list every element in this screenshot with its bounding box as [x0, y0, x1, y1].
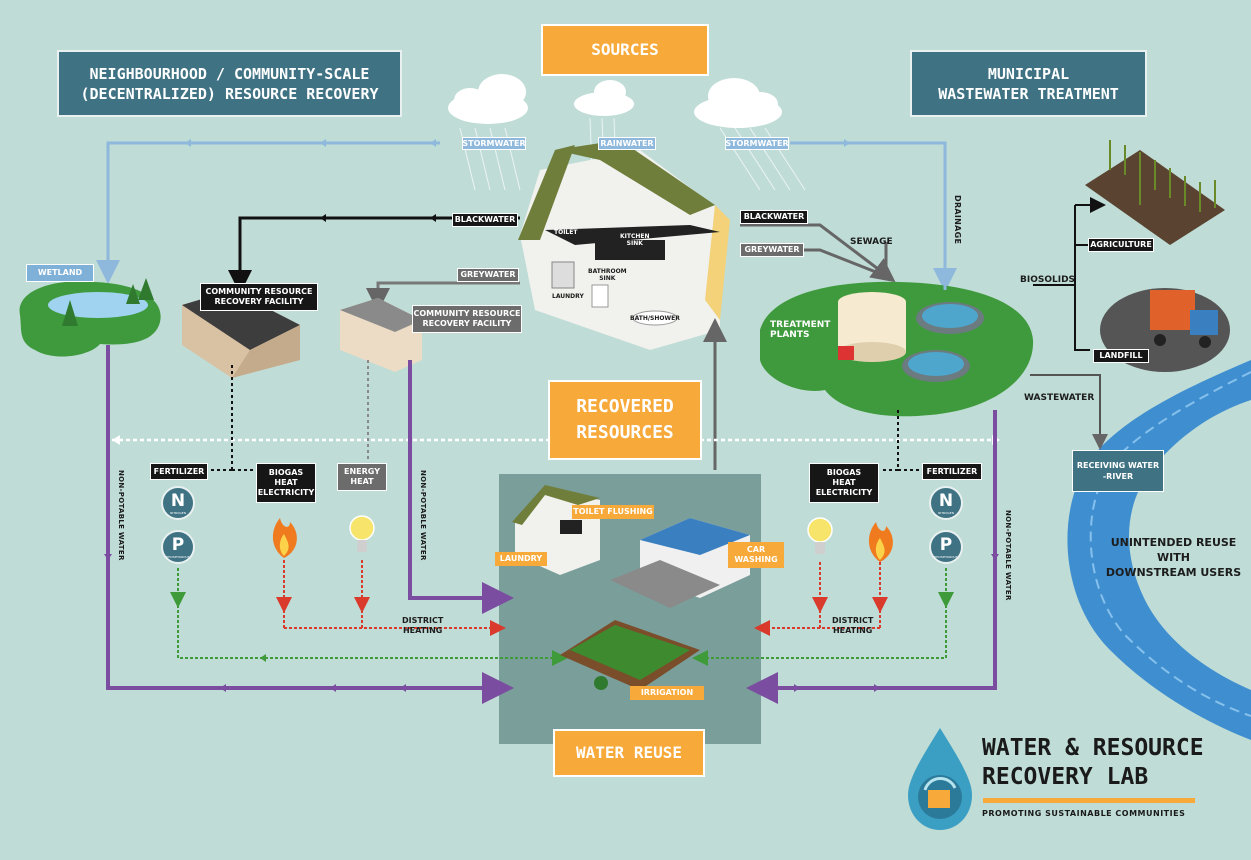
non-potable-label-2: NON-POTABLE WATER [419, 470, 427, 561]
rainwater-label: RAINWATER [598, 137, 656, 150]
treatment-plants-label: TREATMENT PLANTS [770, 320, 831, 340]
recovered-resources-heading: RECOVERED RESOURCES [548, 380, 702, 460]
district-heating-right-label: DISTRICT HEATING [832, 616, 874, 635]
non-potable-label-3: NON-POTABLE WATER [1004, 510, 1012, 601]
wetland-label: WETLAND [26, 264, 94, 282]
community-facility-label-1: COMMUNITY RESOURCE RECOVERY FACILITY [200, 283, 318, 311]
neighbourhood-heading: NEIGHBOURHOOD / COMMUNITY-SCALE (DECENTR… [57, 50, 402, 117]
house-illustration [518, 140, 730, 350]
lightbulb-icon-right [807, 517, 833, 554]
community-facility-label-2: COMMUNITY RESOURCE RECOVERY FACILITY [412, 305, 522, 333]
greywater-right-label: GREYWATER [740, 243, 804, 257]
lab-tagline: PROMOTING SUSTAINABLE COMMUNITIES [982, 809, 1186, 818]
sources-heading: SOURCES [541, 24, 709, 76]
blackwater-right-label: BLACKWATER [740, 210, 808, 224]
community-facility-2 [340, 298, 422, 372]
flame-icon-left [272, 518, 297, 558]
blackwater-left-label: BLACKWATER [452, 213, 518, 227]
irrigation-garden [560, 620, 700, 690]
agriculture-label: AGRICULTURE [1088, 238, 1154, 252]
crop-rows [1109, 140, 1216, 212]
non-potable-label-1: NON-POTABLE WATER [117, 470, 125, 561]
receiving-water-label: RECEIVING WATER -RIVER [1072, 450, 1164, 492]
toilet-label: TOILET [554, 229, 578, 236]
car-washing-label: CAR WASHING [728, 542, 784, 568]
bath-shower-label: BATH/SHOWER [630, 315, 680, 322]
district-heating-left-label: DISTRICT HEATING [402, 616, 444, 635]
greywater-left-label: GREYWATER [457, 268, 519, 282]
lab-title: WATER & RESOURCE RECOVERY LAB [982, 735, 1204, 790]
cloud-icons [448, 74, 782, 128]
house-laundry-label: LAUNDRY [552, 293, 584, 300]
irrigation-label: IRRIGATION [630, 686, 704, 700]
energy-heat-label: ENERGY HEAT [337, 463, 387, 491]
biogas-left-label: BIOGAS HEAT ELECTRICITY [256, 463, 316, 503]
agriculture-field [1085, 150, 1225, 245]
fertilizer-left-label: FERTILIZER [150, 463, 208, 480]
lightbulb-icon-left [349, 515, 375, 552]
stormwater-left-label: STORMWATER [462, 137, 526, 150]
biosolids-label: BIOSOLIDS [1020, 275, 1076, 285]
water-reuse-heading: WATER REUSE [553, 729, 705, 777]
toilet-flushing-label: TOILET FLUSHING [572, 505, 654, 519]
unintended-reuse-label: UNINTENDED REUSE WITH DOWNSTREAM USERS [1105, 536, 1242, 579]
wastewater-label: WASTEWATER [1024, 393, 1095, 403]
kitchen-sink-label: KITCHEN SINK [620, 233, 650, 247]
sewage-label: SEWAGE [850, 237, 893, 247]
biogas-right-label: BIOGAS HEAT ELECTRICITY [809, 463, 879, 503]
landfill-label: LANDFILL [1093, 349, 1149, 363]
stormwater-right-label: STORMWATER [725, 137, 789, 150]
car-wash [610, 518, 750, 608]
reuse-laundry-label: LAUNDRY [495, 552, 547, 566]
municipal-heading: MUNICIPAL WASTEWATER TREATMENT [910, 50, 1147, 117]
drainage-label: DRAINAGE [953, 195, 962, 245]
flame-icon-right [868, 522, 893, 562]
bathroom-sink-label: BATHROOM SINK [588, 268, 627, 282]
fertilizer-right-label: FERTILIZER [922, 463, 982, 480]
